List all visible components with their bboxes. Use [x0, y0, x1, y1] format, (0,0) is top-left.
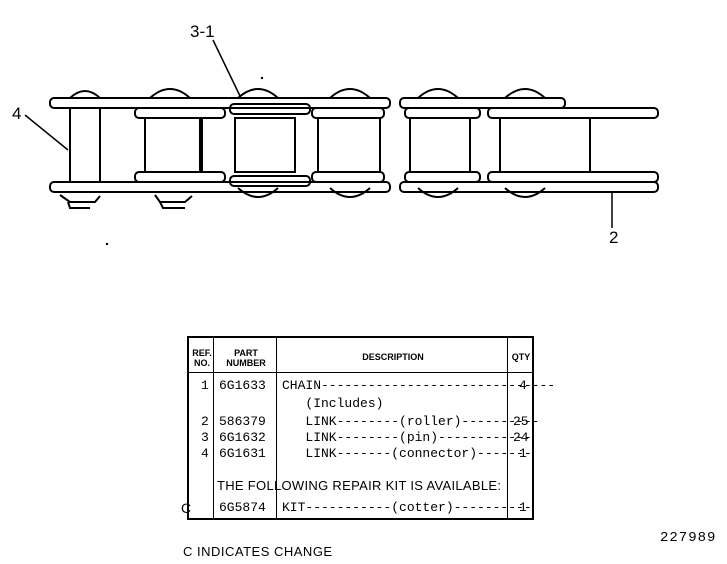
row-4-desc: LINK-------(connector)------- [282, 446, 532, 461]
repair-kit-heading: THE FOLLOWING REPAIR KIT IS AVAILABLE: [217, 478, 502, 493]
row-2-ref: 2 [201, 414, 209, 429]
parts-table: REF. NO. PART NUMBER DESCRIPTION QTY 1 6… [187, 336, 555, 520]
row-3-part: 6G1632 [219, 430, 266, 445]
header-part-number: PART NUMBER [226, 348, 266, 368]
roller-chain-drawing [24, 39, 659, 246]
callout-4: 4 [12, 104, 22, 123]
row-4-part: 6G1631 [219, 446, 266, 461]
row-2-part: 586379 [219, 414, 266, 429]
row-2-desc: LINK--------(roller)---------- [282, 414, 540, 429]
header-qty: QTY [511, 352, 531, 362]
change-footnote: C INDICATES CHANGE [183, 544, 333, 559]
row-3-desc: LINK--------(pin)------------ [282, 430, 532, 445]
row-includes-desc: (Includes) [282, 396, 384, 411]
row-4-ref: 4 [201, 446, 209, 461]
kit-row-part: 6G5874 [219, 500, 266, 515]
row-3-ref: 3 [201, 430, 209, 445]
row-4-qty: 1 [519, 446, 527, 461]
kit-row-desc: KIT-----------(cotter)---------- [282, 500, 532, 515]
drawing-number: 227989 [660, 530, 717, 546]
header-ref-no: REF. NO. [192, 348, 212, 368]
header-description: DESCRIPTION [362, 352, 424, 362]
row-2-qty: 25 [513, 414, 529, 429]
callout-3-1: 3-1 [190, 22, 215, 41]
row-1-ref: 1 [201, 378, 209, 393]
kit-row-qty: 1 [519, 500, 527, 515]
row-1-qty: 4 [519, 378, 527, 393]
row-3-qty: 24 [513, 430, 529, 445]
change-marker: C [181, 500, 192, 516]
callout-2: 2 [609, 228, 619, 247]
row-1-desc: CHAIN------------------------------ [282, 378, 556, 393]
row-1-part: 6G1633 [219, 378, 266, 393]
